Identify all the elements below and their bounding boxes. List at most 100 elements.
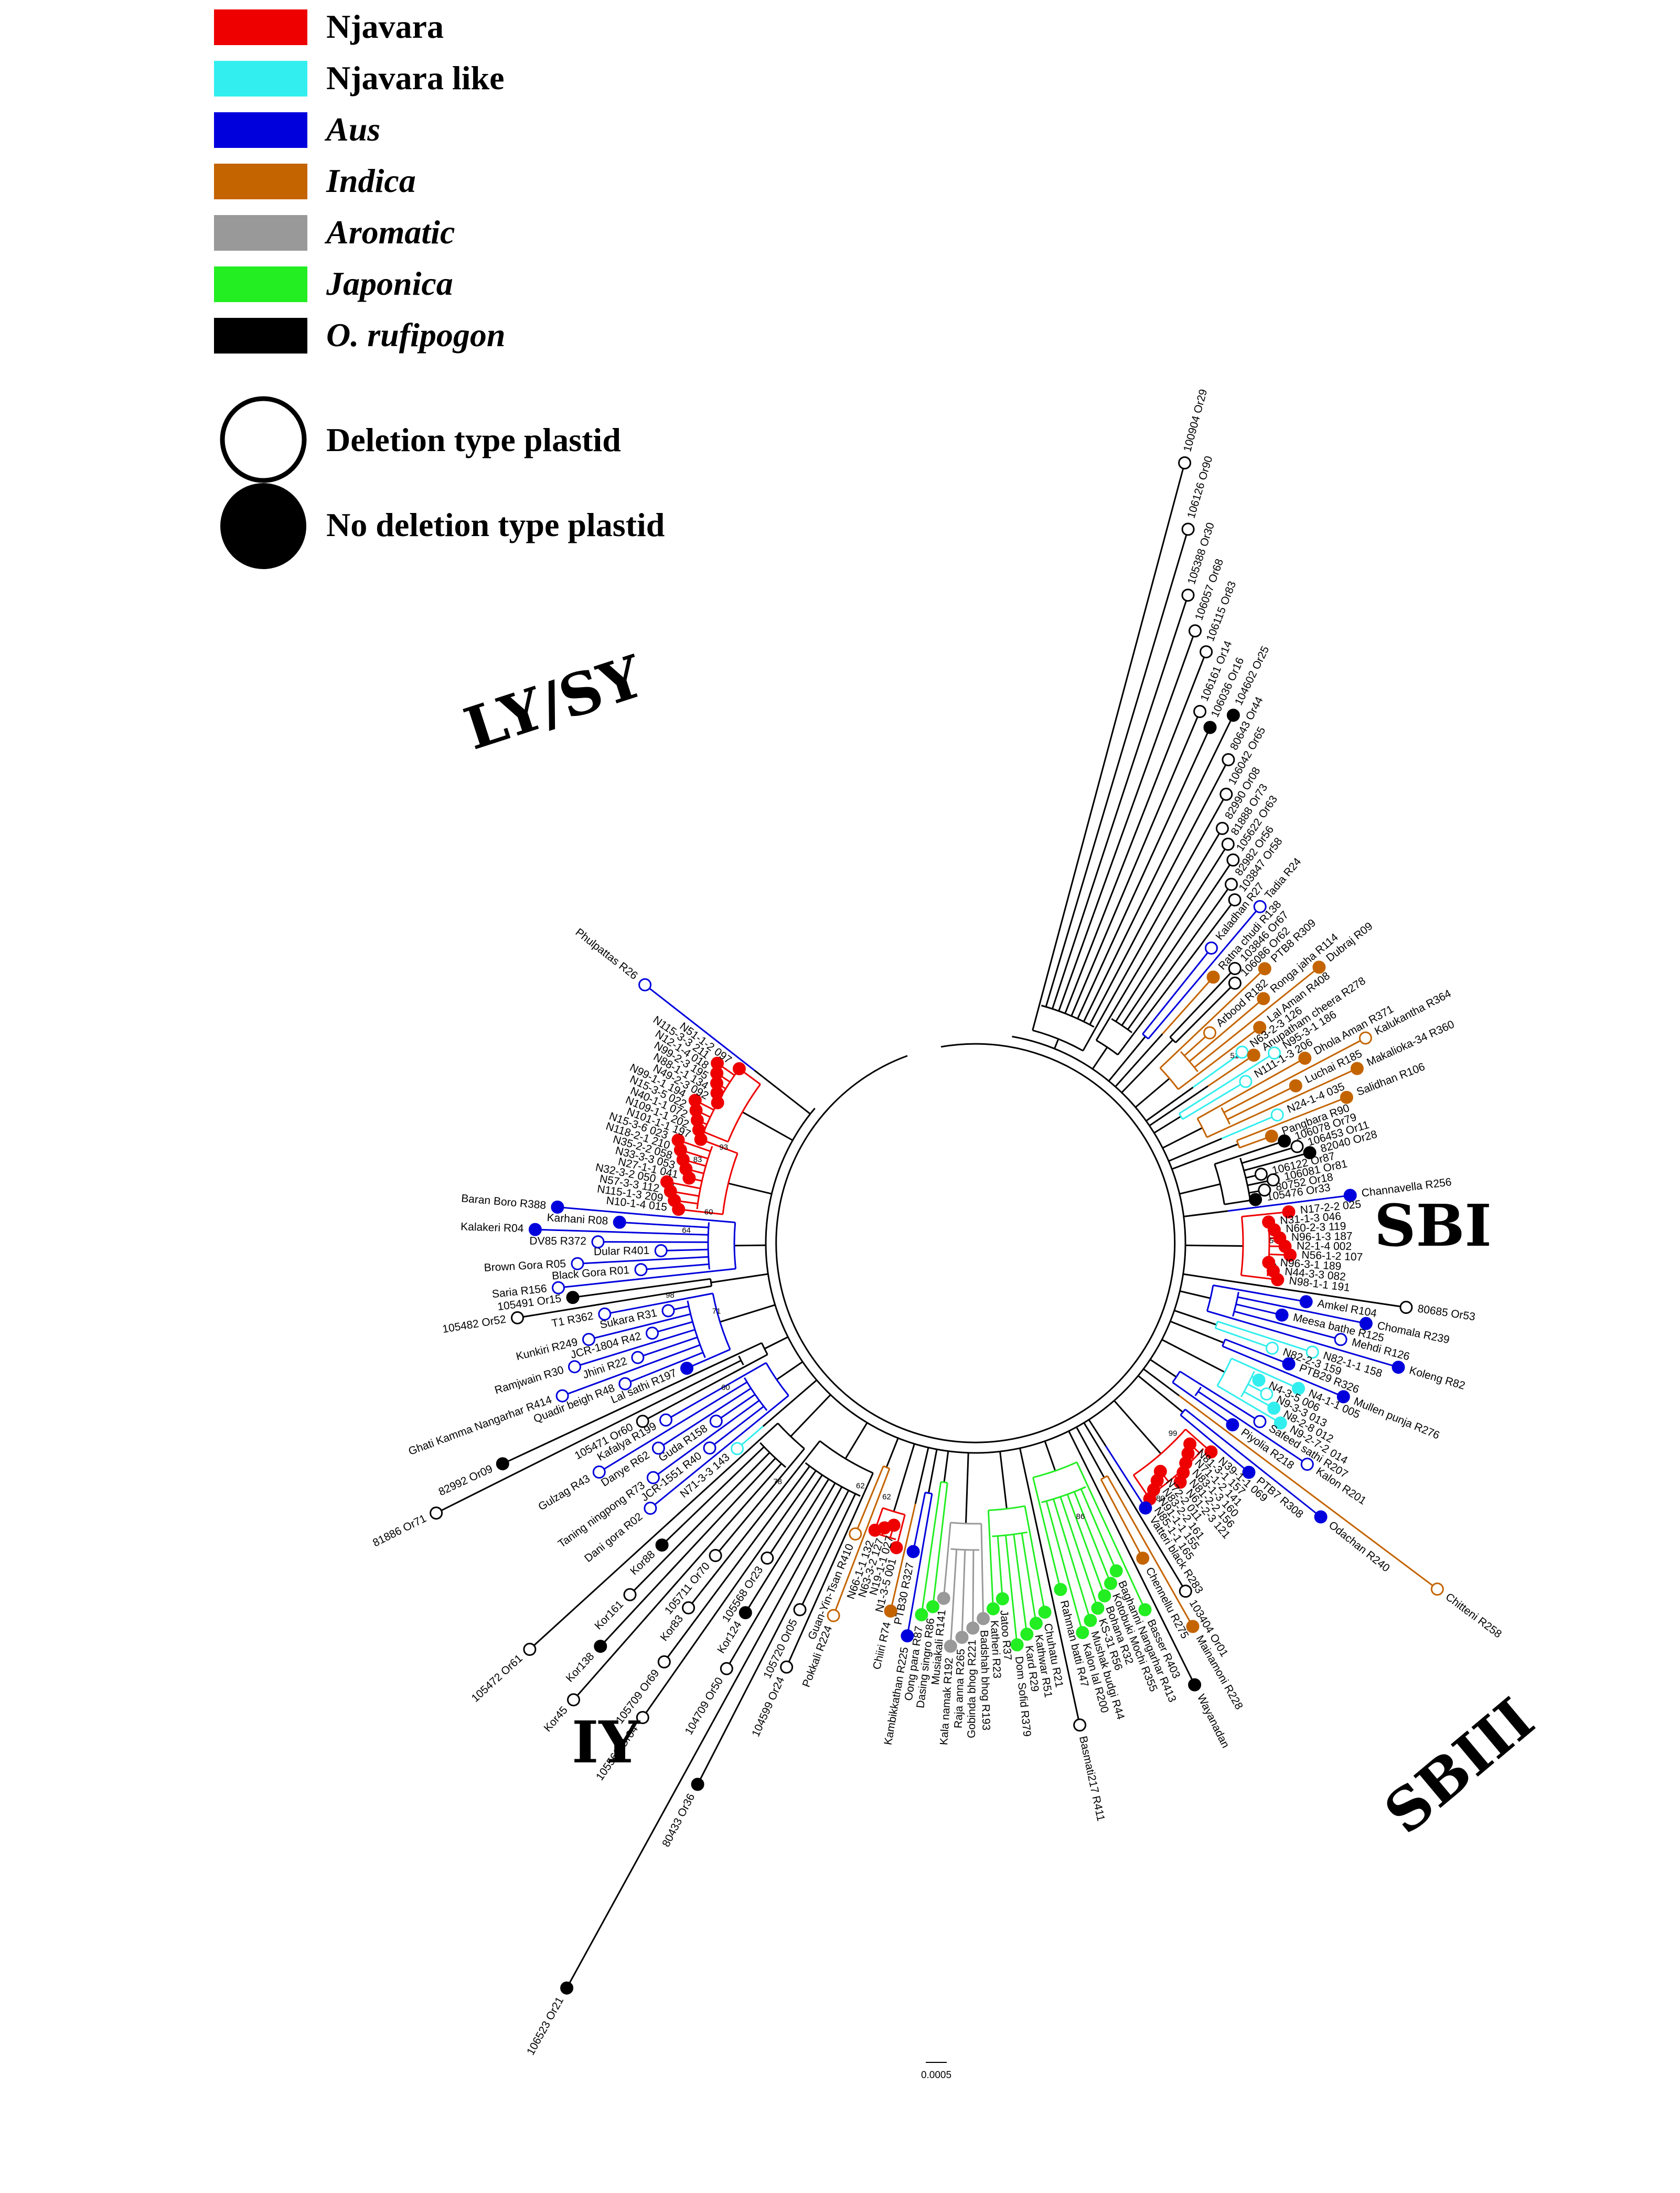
tree-branch	[1192, 1051, 1243, 1088]
tree-branch	[1083, 1422, 1090, 1432]
tree-arc	[733, 1222, 737, 1269]
filled-leaf-marker-chennellu-r275	[1136, 1552, 1150, 1565]
tree-skeleton	[711, 1033, 1244, 1524]
open-leaf-marker-81888-or73	[1221, 838, 1235, 851]
tree-branch	[1051, 595, 1189, 1009]
tree-branch	[600, 1457, 776, 1647]
open-leaf-marker-82982-or56	[1225, 878, 1238, 891]
open-leaf-marker-80752-or18	[1258, 1183, 1271, 1197]
tree-branch	[664, 1465, 810, 1663]
tree-branch	[1137, 1375, 1184, 1413]
tree-branch	[1175, 982, 1236, 1043]
tree-branch	[1161, 1339, 1225, 1373]
filled-leaf-marker-82040-or28	[1303, 1146, 1317, 1160]
tree-branch	[1162, 976, 1214, 1034]
legend-swatch-o-rufipogon	[214, 318, 307, 354]
tree-branch	[1171, 1143, 1239, 1170]
open-leaf-marker-n111-1-3-206	[1239, 1075, 1253, 1088]
open-leaf-marker-80685-or53	[1399, 1301, 1413, 1314]
leaf-label-karhani-r08: Karhani R08	[547, 1212, 608, 1227]
filled-leaf-marker-106078-or79	[1278, 1134, 1291, 1148]
filled-leaf-marker-n15-3-6-023	[671, 1133, 685, 1147]
tree-branch	[906, 1493, 933, 1636]
tree-branch	[557, 1206, 735, 1224]
open-leaf-marker-n9-3-3-013	[1260, 1387, 1274, 1401]
filled-leaf-marker-koleng-r82	[1392, 1361, 1405, 1374]
tree-branch	[574, 1329, 695, 1368]
leaf-label-salidhan-r106: Salidhan R106	[1355, 1061, 1427, 1098]
open-leaf-marker-n82-2-3-159	[1266, 1341, 1279, 1355]
tree-branch	[1092, 1046, 1108, 1069]
open-leaf-marker-kalukantha-r364	[1358, 1031, 1372, 1045]
filled-leaf-marker-salidhan-r106	[1340, 1090, 1353, 1104]
tree-branch	[1194, 966, 1320, 1068]
filled-leaf-marker-meesa-bathe-r125	[1275, 1308, 1289, 1322]
open-leaf-marker-106086-or62	[1228, 976, 1242, 990]
tree-branch	[1215, 1327, 1273, 1349]
tree-branch	[1222, 1345, 1344, 1398]
legend-label-aus: Aus	[324, 111, 380, 148]
tree-branch	[1086, 1468, 1195, 1685]
legend-label-njavara: Njavara	[326, 8, 444, 45]
tree-branch	[1088, 1419, 1107, 1447]
tree-arc	[940, 1481, 948, 1484]
tree-branch	[726, 1482, 836, 1670]
filled-leaf-marker-badshah-bhog-r193	[977, 1612, 990, 1625]
open-leaf-marker-chitteni-r258	[1430, 1582, 1444, 1596]
leaf-label-80433-or36: 80433 Or36	[660, 1792, 697, 1849]
tree-branch	[1024, 1506, 1046, 1612]
open-leaf-marker-106042-or65	[1219, 787, 1233, 801]
tree-branch	[588, 1313, 691, 1341]
tree-arc	[805, 1462, 861, 1497]
filled-leaf-marker-n32-3-2-050	[660, 1175, 673, 1189]
tree-branch	[640, 1263, 709, 1271]
open-leaf-marker-sukara-r31	[661, 1304, 675, 1318]
tree-branch	[1170, 1320, 1224, 1344]
tree-arc	[819, 1440, 874, 1474]
filled-leaf-marker-kor138	[594, 1640, 607, 1653]
tree-branch	[661, 1248, 709, 1251]
filled-leaf-marker-105491-or15	[566, 1291, 580, 1304]
tree-branch	[625, 1352, 703, 1385]
leaf-label-amkel-r104: Amkel R104	[1317, 1297, 1378, 1320]
tree-arc	[1196, 1118, 1208, 1138]
leaf-label-chomala-r239: Chomala R239	[1376, 1320, 1451, 1346]
filled-leaf-marker-106523-or21	[560, 1981, 574, 1995]
tree-branch	[604, 1292, 713, 1315]
tree-branch	[893, 1443, 915, 1512]
tree-arc	[1096, 1040, 1119, 1056]
open-leaf-marker-kunkiri-r249	[582, 1333, 595, 1346]
tree-branch	[1127, 884, 1232, 1030]
tree-arc	[950, 1548, 980, 1551]
leaf-label-n2-1-4-002: N2-1-4 002	[1297, 1240, 1352, 1253]
open-leaf-marker-t1-r362	[598, 1307, 612, 1321]
legend-label-deletion-type: Deletion type plastid	[326, 421, 621, 458]
tree-branch	[943, 1522, 951, 1599]
filled-leaf-marker-80433-or36	[691, 1778, 704, 1791]
filled-leaf-marker-chomala-r239	[1359, 1317, 1373, 1330]
clade-label-sbiii: SBIII	[1372, 1685, 1546, 1847]
open-leaf-marker-jhini-r22	[631, 1351, 645, 1364]
filled-leaf-marker-amkel-r104	[1299, 1295, 1313, 1309]
tree-branch	[715, 1394, 756, 1422]
open-leaf-marker-safeed-sathi-r207	[1253, 1415, 1267, 1428]
open-leaf-marker-basmati217-r411	[1073, 1718, 1087, 1732]
tree-arc	[1142, 1033, 1149, 1040]
filled-leaf-marker-ptb29-r326	[1282, 1357, 1296, 1371]
tree-branch	[652, 1399, 760, 1479]
open-leaf-marker-dani-gora-r02	[644, 1502, 657, 1515]
tree-branch	[1244, 1152, 1310, 1172]
open-leaf-marker-n95-3-1-186	[1268, 1046, 1281, 1060]
tree-branch	[1021, 1533, 1037, 1624]
tree-branch	[644, 984, 755, 1071]
open-leaf-marker-phulpattas-r26	[638, 978, 652, 991]
leaf-label-104599-or24: 104599 Or24	[750, 1675, 787, 1739]
tree-branch	[1075, 1426, 1105, 1478]
open-leaf-marker-106115-or83	[1200, 645, 1213, 659]
tree-branch	[1149, 1358, 1177, 1378]
tree-branch	[529, 1422, 779, 1650]
open-leaf-marker-taning-ningpong-r73	[646, 1471, 660, 1484]
tree-branch	[1183, 1210, 1228, 1217]
open-leaf-marker-106122-or87	[1254, 1168, 1268, 1181]
leaf-label-ramjwain-r30: Ramjwain R30	[493, 1364, 565, 1396]
